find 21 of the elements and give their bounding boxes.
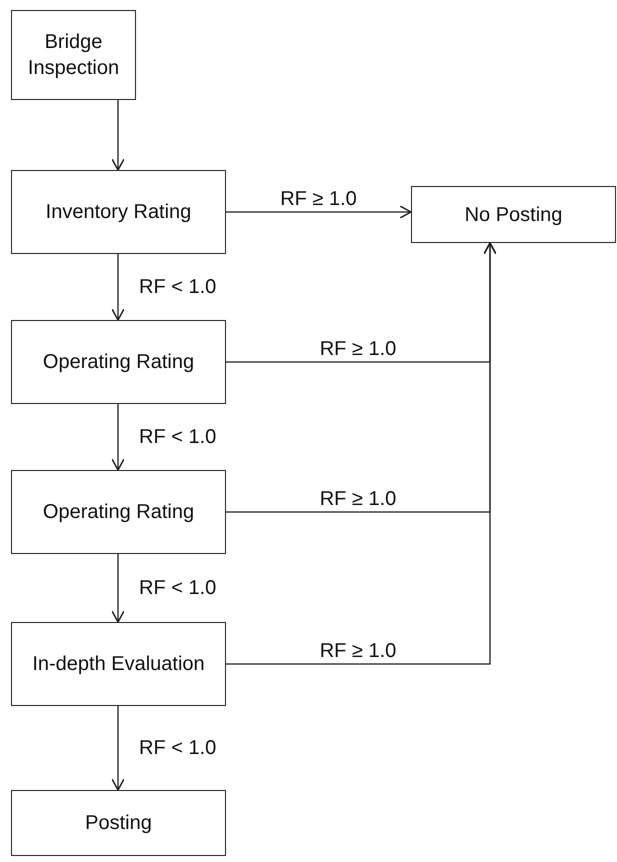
arrow — [111, 706, 125, 791]
box-label: Bridge Inspection — [26, 30, 120, 81]
process-box — [11, 790, 226, 856]
arrow — [226, 205, 412, 219]
box-label: Operating Rating — [42, 350, 194, 375]
process-box — [11, 470, 226, 554]
arrow — [111, 100, 125, 171]
box-label: Inventory Rating — [46, 200, 192, 225]
arrow — [111, 254, 125, 321]
box-label: In-depth Evaluation — [32, 652, 205, 677]
process-box — [11, 622, 226, 706]
box-label: Operating Rating — [42, 500, 194, 525]
process-box — [11, 170, 226, 254]
arrow — [111, 554, 125, 623]
arrow — [226, 242, 497, 665]
box-label: Posting — [85, 811, 152, 836]
process-box — [411, 186, 616, 243]
arrow — [111, 404, 125, 471]
process-box — [11, 320, 226, 404]
box-label: No Posting — [464, 202, 562, 228]
process-box — [11, 10, 136, 100]
